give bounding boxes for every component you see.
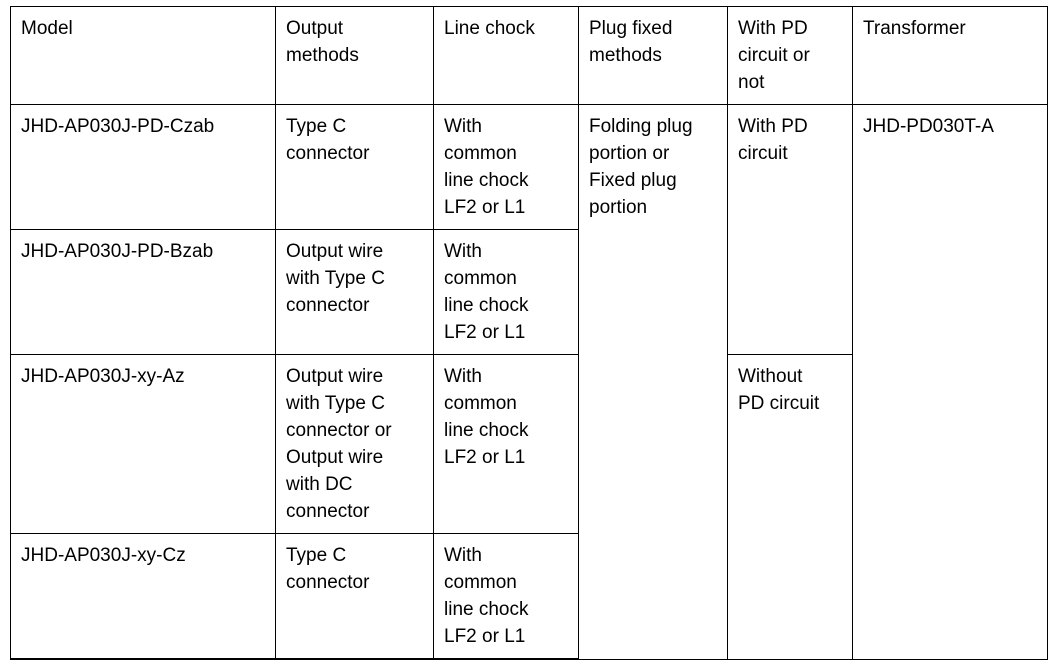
cell-output-methods: Output wire with Type C connector or Out… bbox=[275, 354, 434, 534]
cell-output-methods: Output wire with Type C connector bbox=[275, 229, 434, 355]
column-header-line-chock: Line chock bbox=[433, 6, 579, 105]
column-header-transformer: Transformer bbox=[852, 6, 1048, 105]
column-header-output-methods: Output methods bbox=[275, 6, 434, 105]
cell-plug-fixed-methods: Folding plug portion or Fixed plug porti… bbox=[578, 104, 728, 660]
cell-pd-circuit-without: Without PD circuit bbox=[727, 354, 853, 660]
cell-model: JHD-AP030J-xy-Az bbox=[10, 354, 276, 534]
table-row: JHD-AP030J-PD-Czab Type C connector With… bbox=[10, 104, 1048, 660]
table-row: JHD-AP030J-PD-Bzab Output wire with Type… bbox=[10, 229, 1048, 355]
cell-line-chock: With common line chock LF2 or L1 bbox=[433, 104, 579, 230]
cell-output-methods: Type C connector bbox=[275, 104, 434, 230]
cell-line-chock: With common line chock LF2 or L1 bbox=[433, 354, 579, 534]
table-row: JHD-AP030J-xy-Az Output wire with Type C… bbox=[10, 354, 1048, 660]
cell-line-chock: With common line chock LF2 or L1 bbox=[433, 229, 579, 355]
cell-line-chock: With common line chock LF2 or L1 bbox=[433, 533, 579, 660]
column-header-with-pd-circuit-or-not: With PD circuit or not bbox=[727, 6, 853, 105]
cell-model: JHD-AP030J-xy-Cz bbox=[10, 533, 276, 660]
cell-pd-circuit-with: With PD circuit bbox=[727, 104, 853, 355]
column-header-model: Model bbox=[10, 6, 276, 105]
cell-transformer: JHD-PD030T-A bbox=[852, 104, 1048, 660]
cell-model: JHD-AP030J-PD-Czab bbox=[10, 104, 276, 230]
product-specification-table: Model Output methods Line chock Plug fix… bbox=[10, 6, 1048, 660]
table-row: JHD-AP030J-xy-Cz Type C connector With c… bbox=[10, 533, 1048, 660]
cell-output-methods: Type C connector bbox=[275, 533, 434, 660]
cell-model: JHD-AP030J-PD-Bzab bbox=[10, 229, 276, 355]
table-header-row: Model Output methods Line chock Plug fix… bbox=[10, 6, 1048, 105]
column-header-plug-fixed-methods: Plug fixed methods bbox=[578, 6, 728, 105]
document-page: Model Output methods Line chock Plug fix… bbox=[10, 6, 1048, 660]
